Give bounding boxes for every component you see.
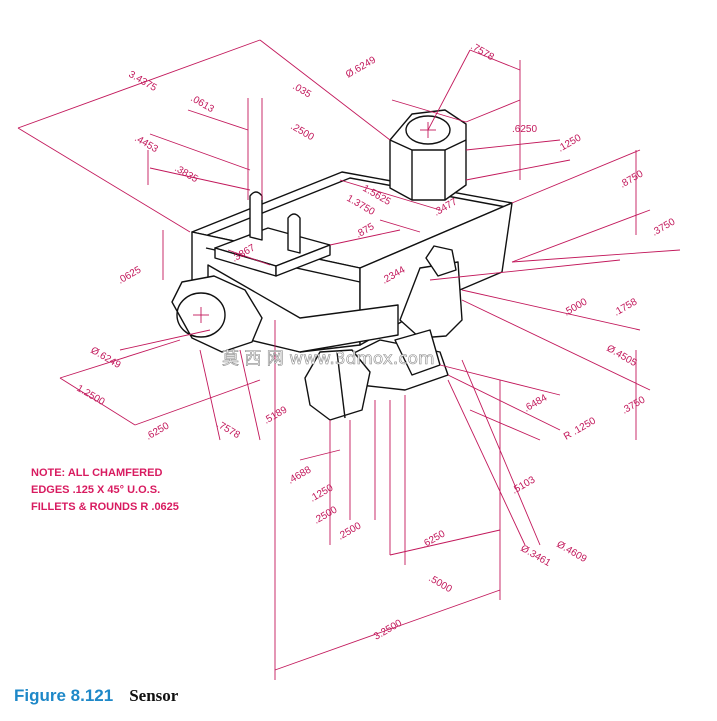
center-marks — [193, 122, 436, 323]
lower-hex-edge — [336, 351, 346, 419]
pin-left — [249, 191, 263, 241]
figure-title: Sensor — [129, 686, 179, 705]
dim-3835: .3835 — [173, 163, 201, 185]
dim-7578-left: .7578 — [215, 419, 243, 441]
dim-3-2500: 3.2500 — [372, 618, 404, 643]
pin-platform-side-right — [275, 244, 331, 277]
right-fitting — [399, 261, 463, 339]
dim-dia-4505: Ø.4505 — [605, 343, 639, 369]
dim-3750-right: .3750 — [650, 216, 678, 238]
dim-1-2500: 1.2500 — [75, 383, 107, 408]
dim-5189: .5189 — [262, 404, 290, 426]
note-line-2: EDGES .125 X 45° U.O.S. — [31, 484, 161, 496]
dim-dia-3461: Ø.3461 — [519, 543, 553, 569]
dim-1250-low: .1250 — [308, 482, 336, 504]
watermark: 莫 西 网 www.3dmox.com — [222, 349, 435, 369]
dim-r-1250: R .1250 — [562, 415, 598, 442]
figure-caption: Figure 8.121 Sensor — [14, 686, 178, 706]
dim-6250-left: .6250 — [144, 420, 172, 442]
dim-dia-4609: Ø.4609 — [555, 539, 589, 565]
dim-2500-low2: .2500 — [336, 520, 364, 542]
dim-6250-low: .6250 — [420, 528, 448, 550]
note-line-3: FILLETS & ROUNDS R .0625 — [31, 501, 179, 513]
top-hex-boss — [389, 109, 467, 201]
dim-3-4375: 3.4375 — [127, 69, 159, 94]
note-line-1: NOTE: ALL CHAMFERED — [31, 467, 163, 479]
hex-top-edge — [389, 139, 467, 151]
dim-6250-top: .6250 — [512, 124, 537, 135]
dim-5103: .5103 — [510, 474, 538, 496]
left-hex-bore — [176, 292, 226, 338]
dim-2500-top: .2500 — [289, 121, 317, 143]
drawing-note: NOTE: ALL CHAMFERED EDGES .125 X 45° U.O… — [31, 465, 271, 516]
dim-dia-6249-top: Ø.6249 — [344, 54, 378, 80]
part-outline — [171, 109, 513, 421]
dim-0625-left: .0625 — [116, 264, 144, 286]
dim-2500-low1: .2500 — [312, 504, 340, 526]
figure-number: Figure 8.121 — [14, 686, 114, 705]
dimension-lines — [17, 39, 681, 680]
dim-1758: .1758 — [612, 296, 640, 318]
dim-3750-lower: .3750 — [620, 394, 648, 416]
dim-035: .035 — [291, 81, 314, 100]
pin-right — [287, 213, 301, 254]
dim-5000-low: .5000 — [427, 573, 455, 595]
hex-bore — [405, 115, 451, 145]
dim-6484: .6484 — [522, 392, 550, 414]
fitting-nut — [425, 245, 457, 277]
dim-7578-top: .7578 — [469, 41, 497, 63]
dim-1250-top: .1250 — [556, 132, 584, 154]
lower-hex-fitting — [304, 349, 371, 421]
dim-8750: .8750 — [618, 168, 646, 190]
dim-4688: .4688 — [286, 464, 314, 486]
